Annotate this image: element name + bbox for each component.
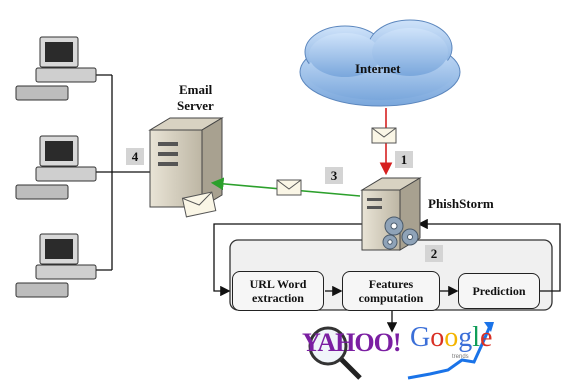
- internet-label: Internet: [355, 61, 401, 76]
- prediction-box: Prediction: [458, 273, 540, 309]
- trend-line-icon: [407, 325, 492, 380]
- feedback-loop-right: [417, 218, 561, 292]
- desktop-computer-icon: [15, 233, 97, 298]
- email-server-label-line2: Server: [177, 98, 214, 113]
- feedback-loop-left: [213, 223, 370, 297]
- step-badge-1: 1: [395, 151, 413, 168]
- envelope-icon: [276, 179, 302, 196]
- google-logo: Google: [410, 322, 492, 354]
- google-logo-letter: l: [472, 322, 481, 353]
- phishstorm-label: PhishStorm: [428, 196, 494, 211]
- google-logo-letter: g: [458, 322, 473, 353]
- url-word-line1: URL Word: [249, 277, 307, 291]
- step-badge-4: 4: [126, 148, 144, 165]
- features-line1: Features: [368, 277, 414, 291]
- gear-icon: [382, 216, 419, 250]
- desktop-computer-icon: [15, 135, 97, 200]
- google-logo-letter: G: [410, 322, 431, 353]
- magnifier-icon: [308, 326, 362, 380]
- google-logo-letter: e: [480, 322, 493, 353]
- yahoo-logo: YAHOO!: [302, 328, 401, 357]
- google-trends-label: trends: [452, 354, 469, 360]
- envelope-icon: [371, 127, 397, 144]
- url-word-line2: extraction: [252, 291, 304, 305]
- step-badge-3: 3: [325, 167, 343, 184]
- desktop-computer-icon: [15, 36, 97, 101]
- email-server-label-line1: Email: [179, 82, 213, 97]
- google-logo-letter: o: [430, 322, 445, 353]
- envelope-icon: [181, 191, 217, 218]
- cloud-icon: [299, 19, 461, 107]
- network-lines: [95, 74, 150, 271]
- prediction-label: Prediction: [472, 284, 526, 298]
- features-line2: computation: [358, 291, 424, 305]
- google-logo-letter: o: [444, 322, 459, 353]
- step-badge-2: 2: [425, 245, 443, 262]
